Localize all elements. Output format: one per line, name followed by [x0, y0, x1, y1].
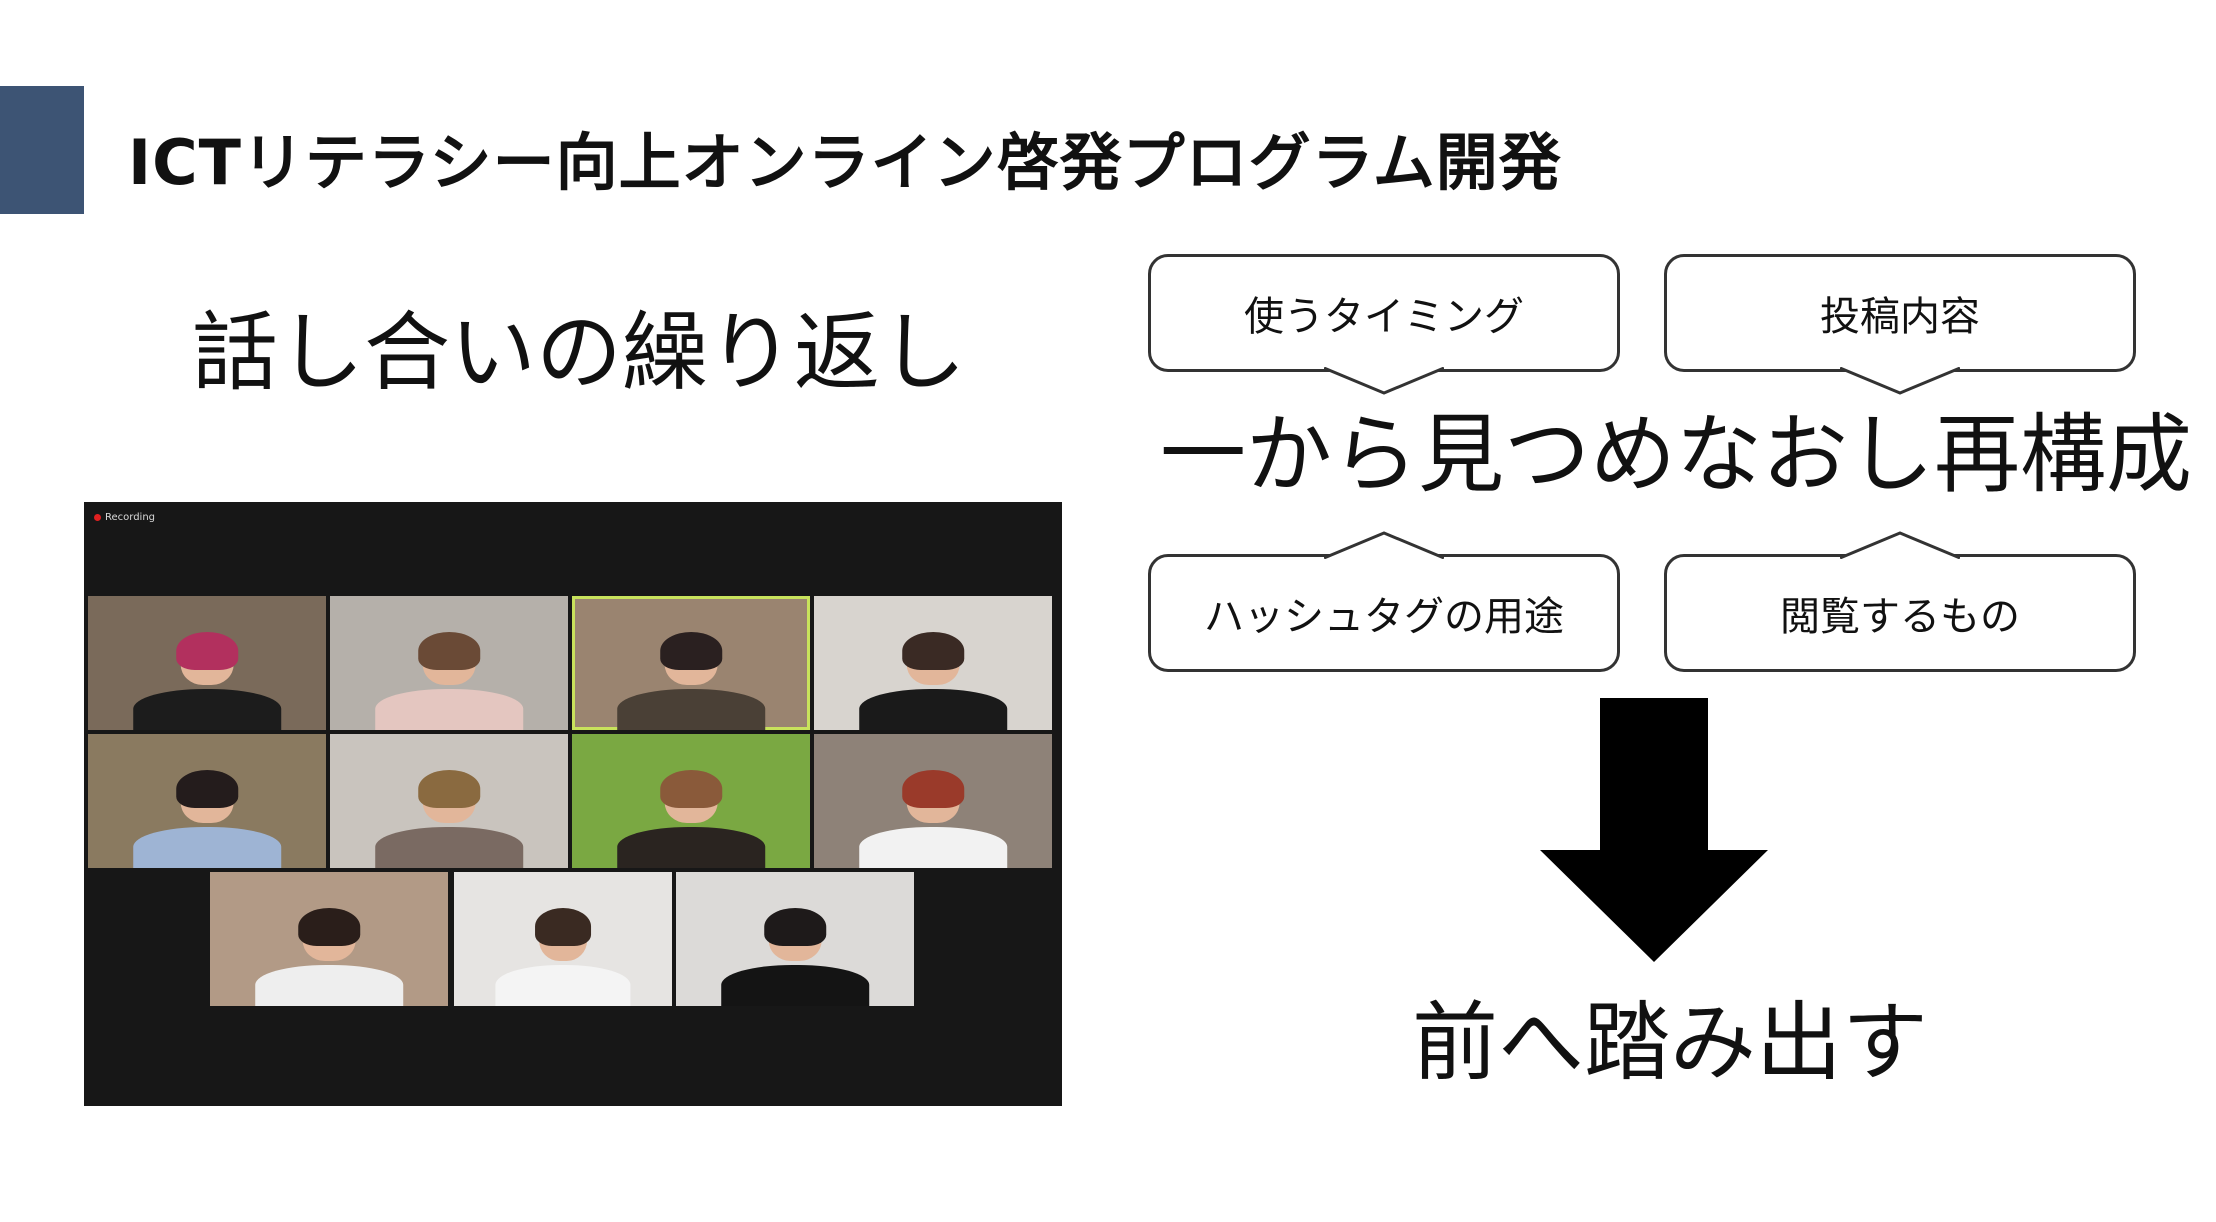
callout-browsing-label: 閲覧するもの	[1780, 594, 2020, 640]
title-accent-block	[0, 86, 84, 214]
video-meeting-screenshot: Recording	[84, 502, 1062, 1106]
participant-figure	[859, 632, 1007, 730]
participant-figure	[375, 632, 523, 730]
participant-figure	[375, 770, 523, 868]
callout-pointer	[1324, 531, 1444, 559]
participant-tile	[330, 596, 568, 730]
recording-label: Recording	[105, 512, 156, 523]
recording-indicator: Recording	[94, 510, 155, 526]
participant-tile	[454, 872, 672, 1006]
participant-tile-active-speaker	[572, 596, 810, 730]
callout-pointer	[1840, 367, 1960, 395]
participant-figure	[721, 908, 869, 1006]
callout-timing: 使うタイミング	[1148, 254, 1620, 395]
arrow-down-icon	[1540, 698, 1768, 962]
participant-tile	[210, 872, 448, 1006]
participant-tile	[572, 734, 810, 868]
callout-post-content: 投稿内容	[1664, 254, 2136, 395]
participant-tile	[88, 734, 326, 868]
participant-figure	[133, 770, 281, 868]
participant-tile	[330, 734, 568, 868]
callout-post-content-label: 投稿内容	[1820, 294, 1980, 340]
bottom-phrase: 前へ踏み出す	[1412, 993, 1928, 1093]
participant-figure	[859, 770, 1007, 868]
callout-browsing: 閲覧するもの	[1664, 531, 2136, 672]
callout-hashtag-usage-label: ハッシュタグの用途	[1204, 594, 1564, 640]
participant-tile	[814, 734, 1052, 868]
recording-dot-icon	[94, 513, 101, 521]
participant-tile	[814, 596, 1052, 730]
callout-hashtag-usage: ハッシュタグの用途	[1148, 531, 1620, 672]
center-phrase: 一から見つめなおし再構成	[1160, 405, 2192, 505]
participant-figure	[495, 908, 631, 1006]
participant-figure	[617, 770, 765, 868]
participant-figure	[255, 908, 403, 1006]
callout-pointer	[1840, 531, 1960, 559]
participant-figure	[617, 632, 765, 730]
participant-tile	[88, 596, 326, 730]
participant-tile	[676, 872, 914, 1006]
callout-pointer	[1324, 367, 1444, 395]
participant-figure	[133, 632, 281, 730]
left-heading: 話し合いの繰り返し	[192, 303, 966, 403]
slide-title: ICTリテラシー向上オンライン啓発プログラム開発	[128, 126, 1562, 199]
callout-timing-label: 使うタイミング	[1244, 294, 1524, 340]
